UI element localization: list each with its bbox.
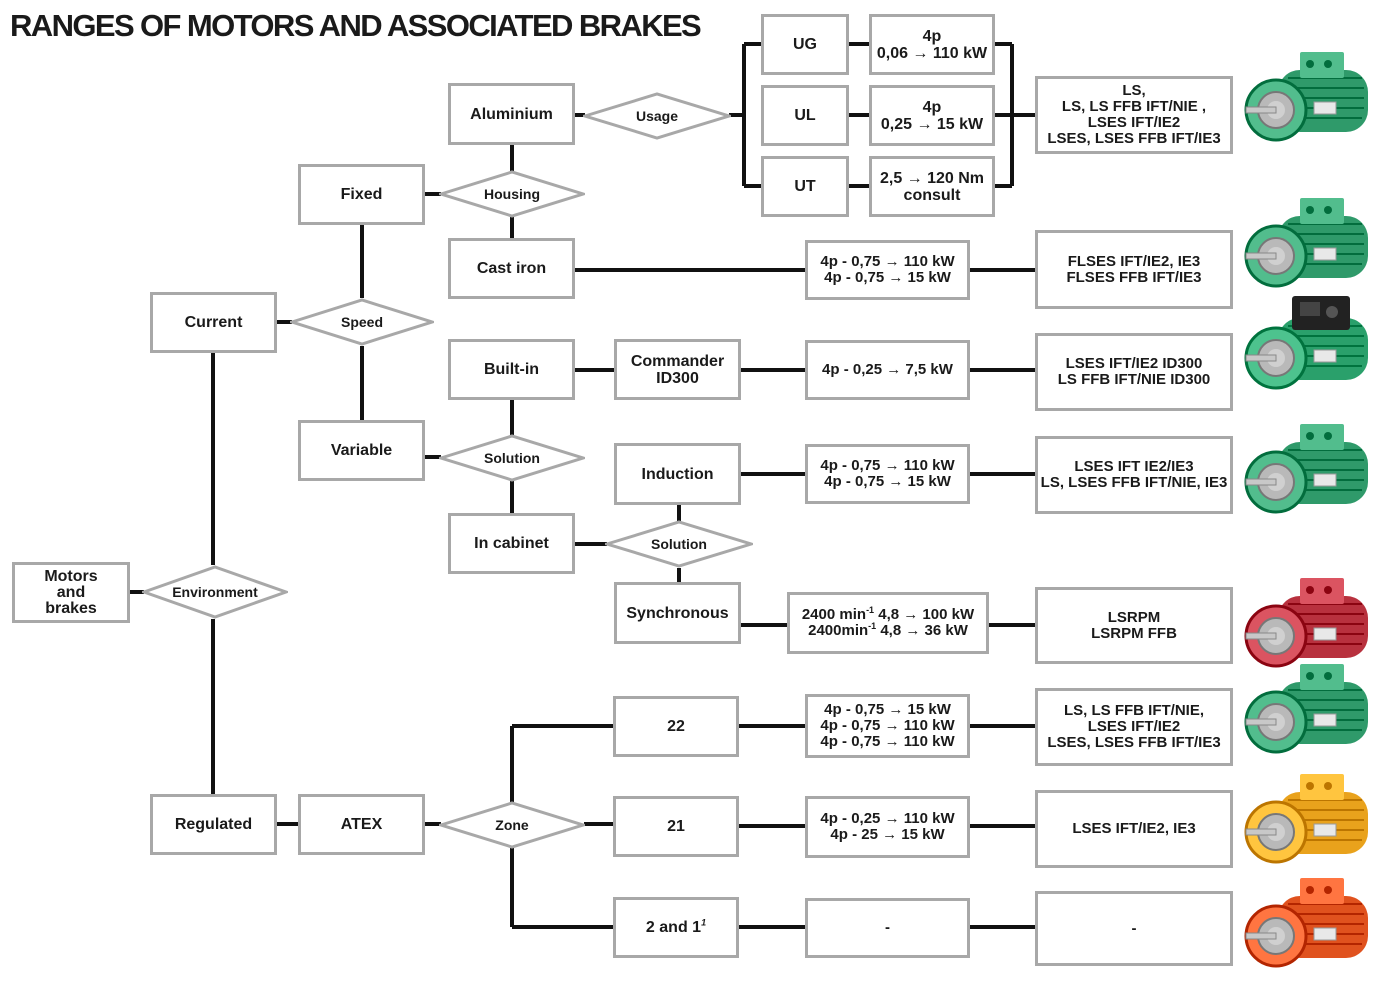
range-zone-21: LSES IFT/IE2, IE3 [1035, 790, 1233, 868]
built-in-node: Built-in [448, 339, 575, 400]
page-title: RANGES OF MOTORS AND ASSOCIATED BRAKES [10, 8, 702, 43]
environment-decision: Environment [142, 565, 288, 619]
synchronous-node: Synchronous [614, 582, 741, 644]
green-motor-id300 [1244, 292, 1372, 402]
current-node: Current [150, 292, 277, 353]
zone-21-node: 21 [613, 796, 739, 857]
green-motor-cast-iron [1244, 190, 1372, 300]
solution-decision-cabinet: Solution [605, 520, 753, 568]
housing-decision: Housing [439, 170, 585, 218]
green-motor-atex-22 [1244, 656, 1372, 766]
green-motor-aluminium [1244, 44, 1372, 154]
zone-decision: Zone [439, 801, 585, 849]
ul-node: UL [761, 85, 849, 146]
zone-2-and-1-node: 2 and 11 [613, 897, 739, 958]
in-cabinet-node: In cabinet [448, 513, 575, 574]
spec-built-in: 4p - 0,25 → 7,5 kW [805, 340, 970, 400]
range-zone-2-and-1: - [1035, 891, 1233, 966]
ut-node: UT [761, 156, 849, 217]
red-motor-lsrpm [1244, 570, 1372, 680]
solution-decision-variable: Solution [439, 434, 585, 482]
regulated-node: Regulated [150, 794, 277, 855]
zone-22-node: 22 [613, 696, 739, 757]
ug-node: UG [761, 14, 849, 75]
aluminium-node: Aluminium [448, 83, 575, 145]
green-motor-induction [1244, 416, 1372, 526]
connector-lines [129, 42, 1036, 929]
yellow-motor-atex-21 [1244, 766, 1372, 876]
induction-node: Induction [614, 443, 741, 505]
fixed-node: Fixed [298, 164, 425, 225]
variable-node: Variable [298, 420, 425, 481]
cast-iron-node: Cast iron [448, 238, 575, 299]
usage-decision: Usage [583, 92, 731, 140]
speed-decision: Speed [290, 298, 434, 346]
orange-motor-atex-2-1 [1244, 870, 1372, 980]
atex-node: ATEX [298, 794, 425, 855]
spec-zone-2-and-1: - [805, 898, 970, 958]
